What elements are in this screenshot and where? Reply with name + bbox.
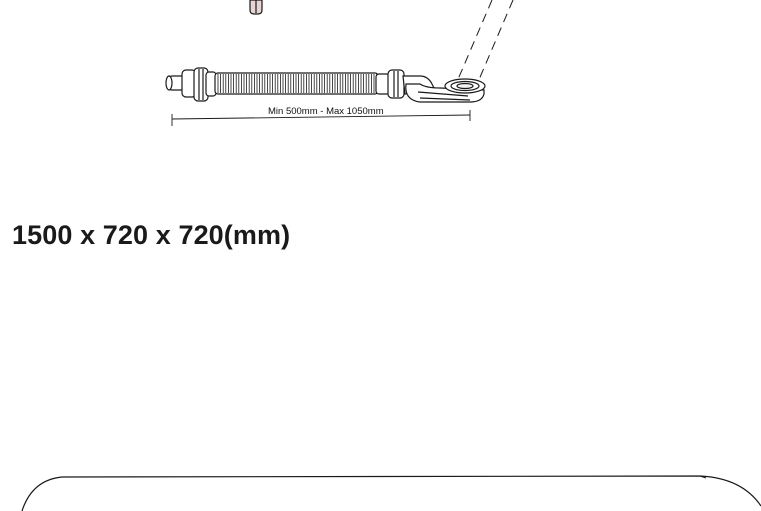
waste-body: [405, 78, 486, 103]
dashed-guide-lines: [455, 0, 514, 85]
flexible-hose: [214, 72, 379, 95]
bath-outline: [21, 475, 761, 511]
dimensions-title: 1500 x 720 x 720(mm): [12, 220, 291, 250]
bath-outline-tick: [699, 475, 707, 479]
length-dimension-line: [171, 110, 471, 126]
left-connector: [165, 67, 217, 102]
hose-length-label: Min 500mm - Max 1050mm: [268, 106, 384, 117]
top-fitting-fragment: [249, 0, 263, 15]
